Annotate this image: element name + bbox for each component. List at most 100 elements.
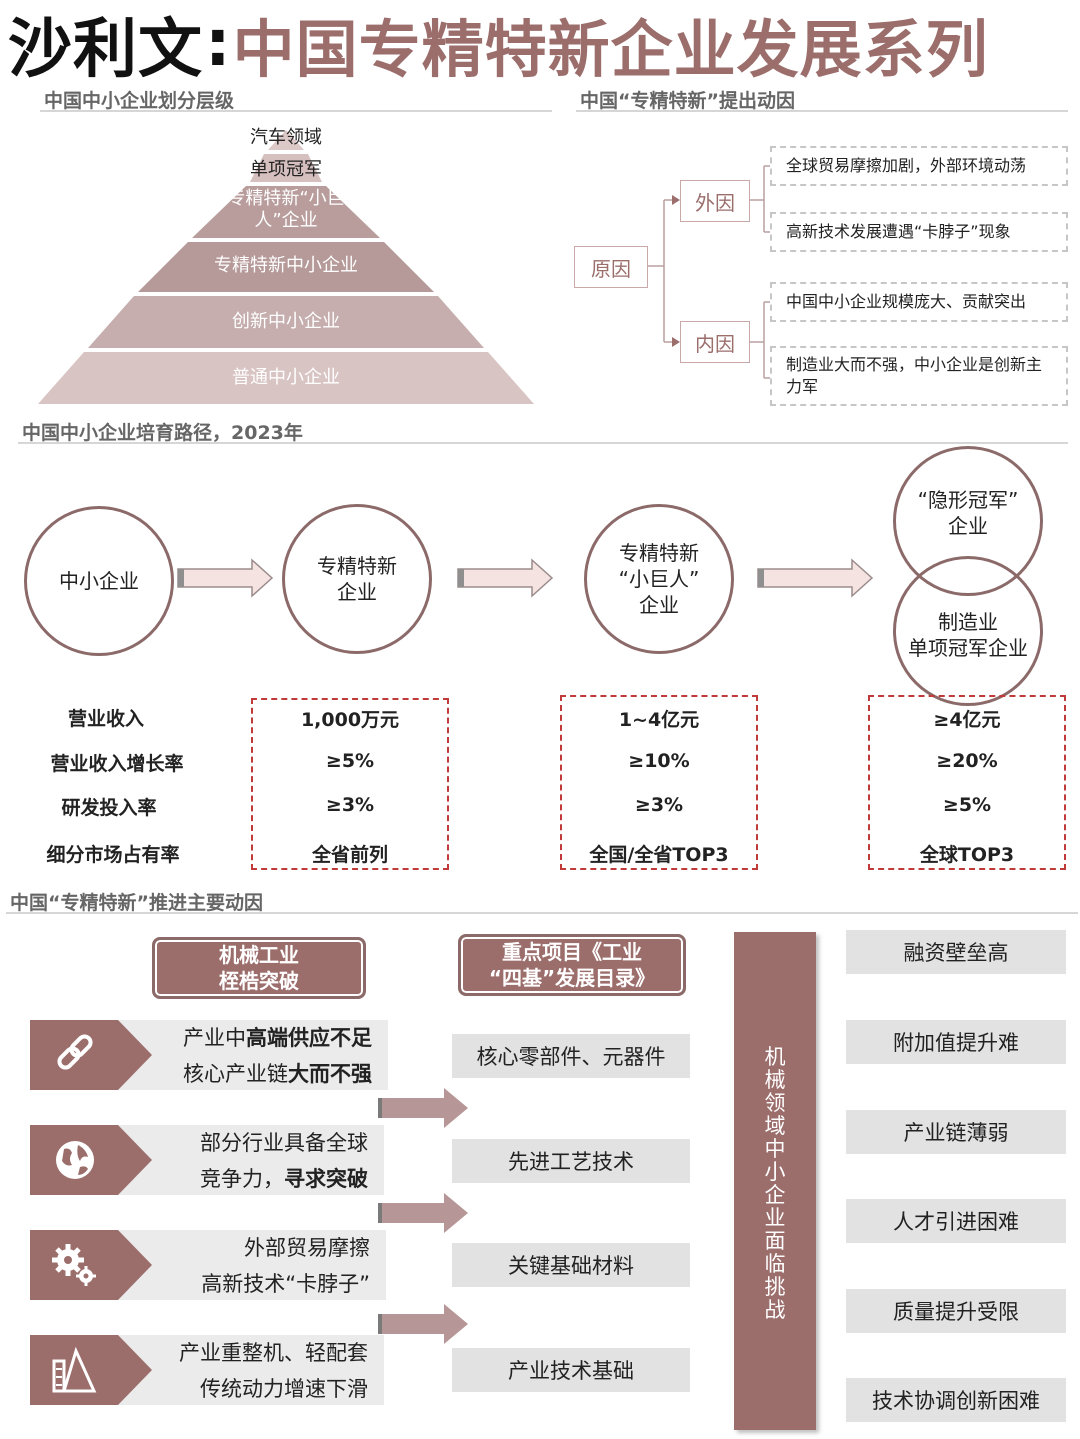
challenge-value-added: 附加值提升难 xyxy=(846,1020,1066,1064)
chain-link-icon xyxy=(57,1034,93,1070)
driver-arrow-1 xyxy=(378,1088,468,1128)
criteria-box-little-giant xyxy=(560,695,758,870)
pyramid-level-6 xyxy=(38,352,534,404)
stage-circle-hidden-champion: “隐形冠军” 企业 xyxy=(893,446,1043,596)
internal-reason-box: 内因 xyxy=(680,321,750,363)
specialized-rd: ≥3% xyxy=(325,794,375,816)
champion-growth: ≥20% xyxy=(936,750,998,772)
stage-label-giant-line2: “小巨人” xyxy=(618,567,700,591)
foundation-tech-base: 产业技术基础 xyxy=(452,1348,690,1392)
path-arrow-1 xyxy=(177,558,274,598)
pyramid-label-2: 单项冠军 xyxy=(250,159,322,180)
giant-revenue: 1~4亿元 xyxy=(618,709,700,731)
pill1-line2: 桎梏突破 xyxy=(219,969,299,993)
stage-label-sme: 中小企业 xyxy=(59,569,139,593)
challenge-innovation: 技术协调创新困难 xyxy=(846,1378,1066,1422)
criteria-box-champion xyxy=(868,695,1066,870)
stage-label-hidden-line1: “隐形冠军” xyxy=(917,488,1019,512)
criteria-label-revenue: 营业收入 xyxy=(67,708,144,730)
section-divider xyxy=(40,110,552,112)
section-divider xyxy=(18,442,1068,444)
stage-circle-single-champion: 制造业 单项冠军企业 xyxy=(893,556,1043,706)
reasons-tree-connectors xyxy=(648,165,770,379)
title-author: 沙利文 xyxy=(8,13,203,87)
pyramid-label-4: 专精特新中小企业 xyxy=(214,255,358,276)
challenge-bar-label: 机械领域中小企业面临挑战 xyxy=(764,1045,786,1322)
criteria-label-growth: 营业收入增长率 xyxy=(50,753,184,775)
champion-share: 全球TOP3 xyxy=(919,844,1015,866)
criteria-label-rd: 研发投入率 xyxy=(61,797,157,819)
external-item-2: 高新技术发展遭遇“卡脖子”现象 xyxy=(770,212,1068,252)
reasons-root-box: 原因 xyxy=(574,246,648,288)
specialized-share: 全省前列 xyxy=(311,844,388,866)
section-title-reasons: 中国“专精特新”提出动因 xyxy=(580,90,795,112)
giant-rd: ≥3% xyxy=(634,794,684,816)
criteria-label-share: 细分市场占有率 xyxy=(46,844,180,866)
challenge-talent: 人才引进困难 xyxy=(846,1199,1066,1243)
external-item-1: 全球贸易摩擦加剧，外部环境动荡 xyxy=(770,146,1068,186)
globe-icon xyxy=(56,1141,94,1179)
pill-machinery-breakthrough: 机械工业 桎梏突破 xyxy=(152,937,366,999)
external-reason-box: 外因 xyxy=(680,180,750,222)
section-title-drivers: 中国“专精特新”推进主要动因 xyxy=(10,892,263,914)
pyramid-level-5 xyxy=(88,296,484,348)
pyramid-level-1 xyxy=(268,130,304,150)
pyramid-label-3-line2: 人”企业 xyxy=(254,210,318,231)
pill1-line1: 机械工业 xyxy=(219,943,299,967)
factor-row-1: 产业中高端供应不足 核心产业链大而不强 xyxy=(30,1020,388,1090)
title-colon: : xyxy=(205,7,231,81)
driver-arrow-2 xyxy=(378,1193,468,1233)
giant-share: 全国/全省TOP3 xyxy=(589,844,729,866)
challenge-quality: 质量提升受限 xyxy=(846,1289,1066,1333)
pyramid-label-6: 普通中小企业 xyxy=(232,367,340,388)
stage-circle-little-giant: 专精特新 “小巨人” 企业 xyxy=(584,504,734,654)
pill-key-projects: 重点项目《工业 “四基”发展目录》 xyxy=(458,934,686,996)
internal-item-2: 制造业大而不强，中小企业是创新主力军 xyxy=(770,346,1068,406)
pyramid-label-5: 创新中小企业 xyxy=(232,311,340,332)
foundation-process: 先进工艺技术 xyxy=(452,1139,690,1183)
document-chart-icon xyxy=(52,1346,97,1393)
specialized-growth: ≥5% xyxy=(325,750,375,772)
internal-item-1: 中国中小企业规模庞大、贡献突出 xyxy=(770,282,1068,322)
path-arrow-2 xyxy=(457,558,554,598)
factor-row-2: 部分行业具备全球 竞争力，寻求突破 xyxy=(30,1125,384,1195)
pyramid-level-4 xyxy=(138,242,434,292)
driver-arrow-3 xyxy=(378,1304,468,1344)
factor-row-3: 外部贸易摩擦 高新技术“卡脖子” xyxy=(30,1230,386,1300)
pill2-line1: 重点项目《工业 xyxy=(501,940,642,964)
section-title-tiers: 中国中小企业划分层级 xyxy=(44,90,235,112)
foundation-components: 核心零部件、元器件 xyxy=(452,1034,690,1078)
pyramid-label-3: 专精特新“小巨 人”企业 xyxy=(186,188,386,232)
challenge-financing: 融资壁垒高 xyxy=(846,930,1066,974)
arrow-head xyxy=(672,195,680,205)
foundation-materials: 关键基础材料 xyxy=(452,1243,690,1287)
title-main: 中国专精特新企业发展系列 xyxy=(232,13,989,86)
pyramid-label-3-line1: 专精特新“小巨 xyxy=(227,188,345,209)
gears-icon xyxy=(52,1244,96,1286)
challenge-supply-chain: 产业链薄弱 xyxy=(846,1110,1066,1154)
stage-label-specialized-line1: 专精特新 xyxy=(317,554,397,578)
section-title-path: 中国中小企业培育路径，2023年 xyxy=(22,422,303,444)
section-divider xyxy=(6,912,1078,914)
pyramid-chart xyxy=(38,130,534,404)
pyramid-level-3 xyxy=(192,186,380,238)
stage-circle-sme: 中小企业 xyxy=(24,506,174,656)
arrow-head xyxy=(672,337,680,347)
champion-revenue: ≥4亿元 xyxy=(933,709,1001,731)
stage-label-single-line1: 制造业 xyxy=(938,610,998,634)
champion-rd: ≥5% xyxy=(942,794,992,816)
stage-label-specialized-line2: 企业 xyxy=(337,580,377,604)
stage-label-giant-line3: 企业 xyxy=(638,593,679,617)
section-divider xyxy=(576,110,1068,112)
specialized-revenue: 1,000万元 xyxy=(300,709,400,731)
pyramid-level-2 xyxy=(250,154,322,182)
pill2-line2: “四基”发展目录》 xyxy=(488,966,656,990)
page-title: 沙利文 : 中国专精特新企业发展系列 xyxy=(8,2,989,87)
criteria-box-specialized xyxy=(251,698,449,870)
path-arrow-3 xyxy=(757,558,874,598)
giant-growth: ≥10% xyxy=(628,750,690,772)
stage-circle-specialized: 专精特新 企业 xyxy=(282,504,432,654)
challenge-bar xyxy=(734,932,816,1430)
factor-row-4: 产业重整机、轻配套 传统动力增速下滑 xyxy=(30,1335,384,1405)
stage-label-giant-line1: 专精特新 xyxy=(618,541,699,565)
